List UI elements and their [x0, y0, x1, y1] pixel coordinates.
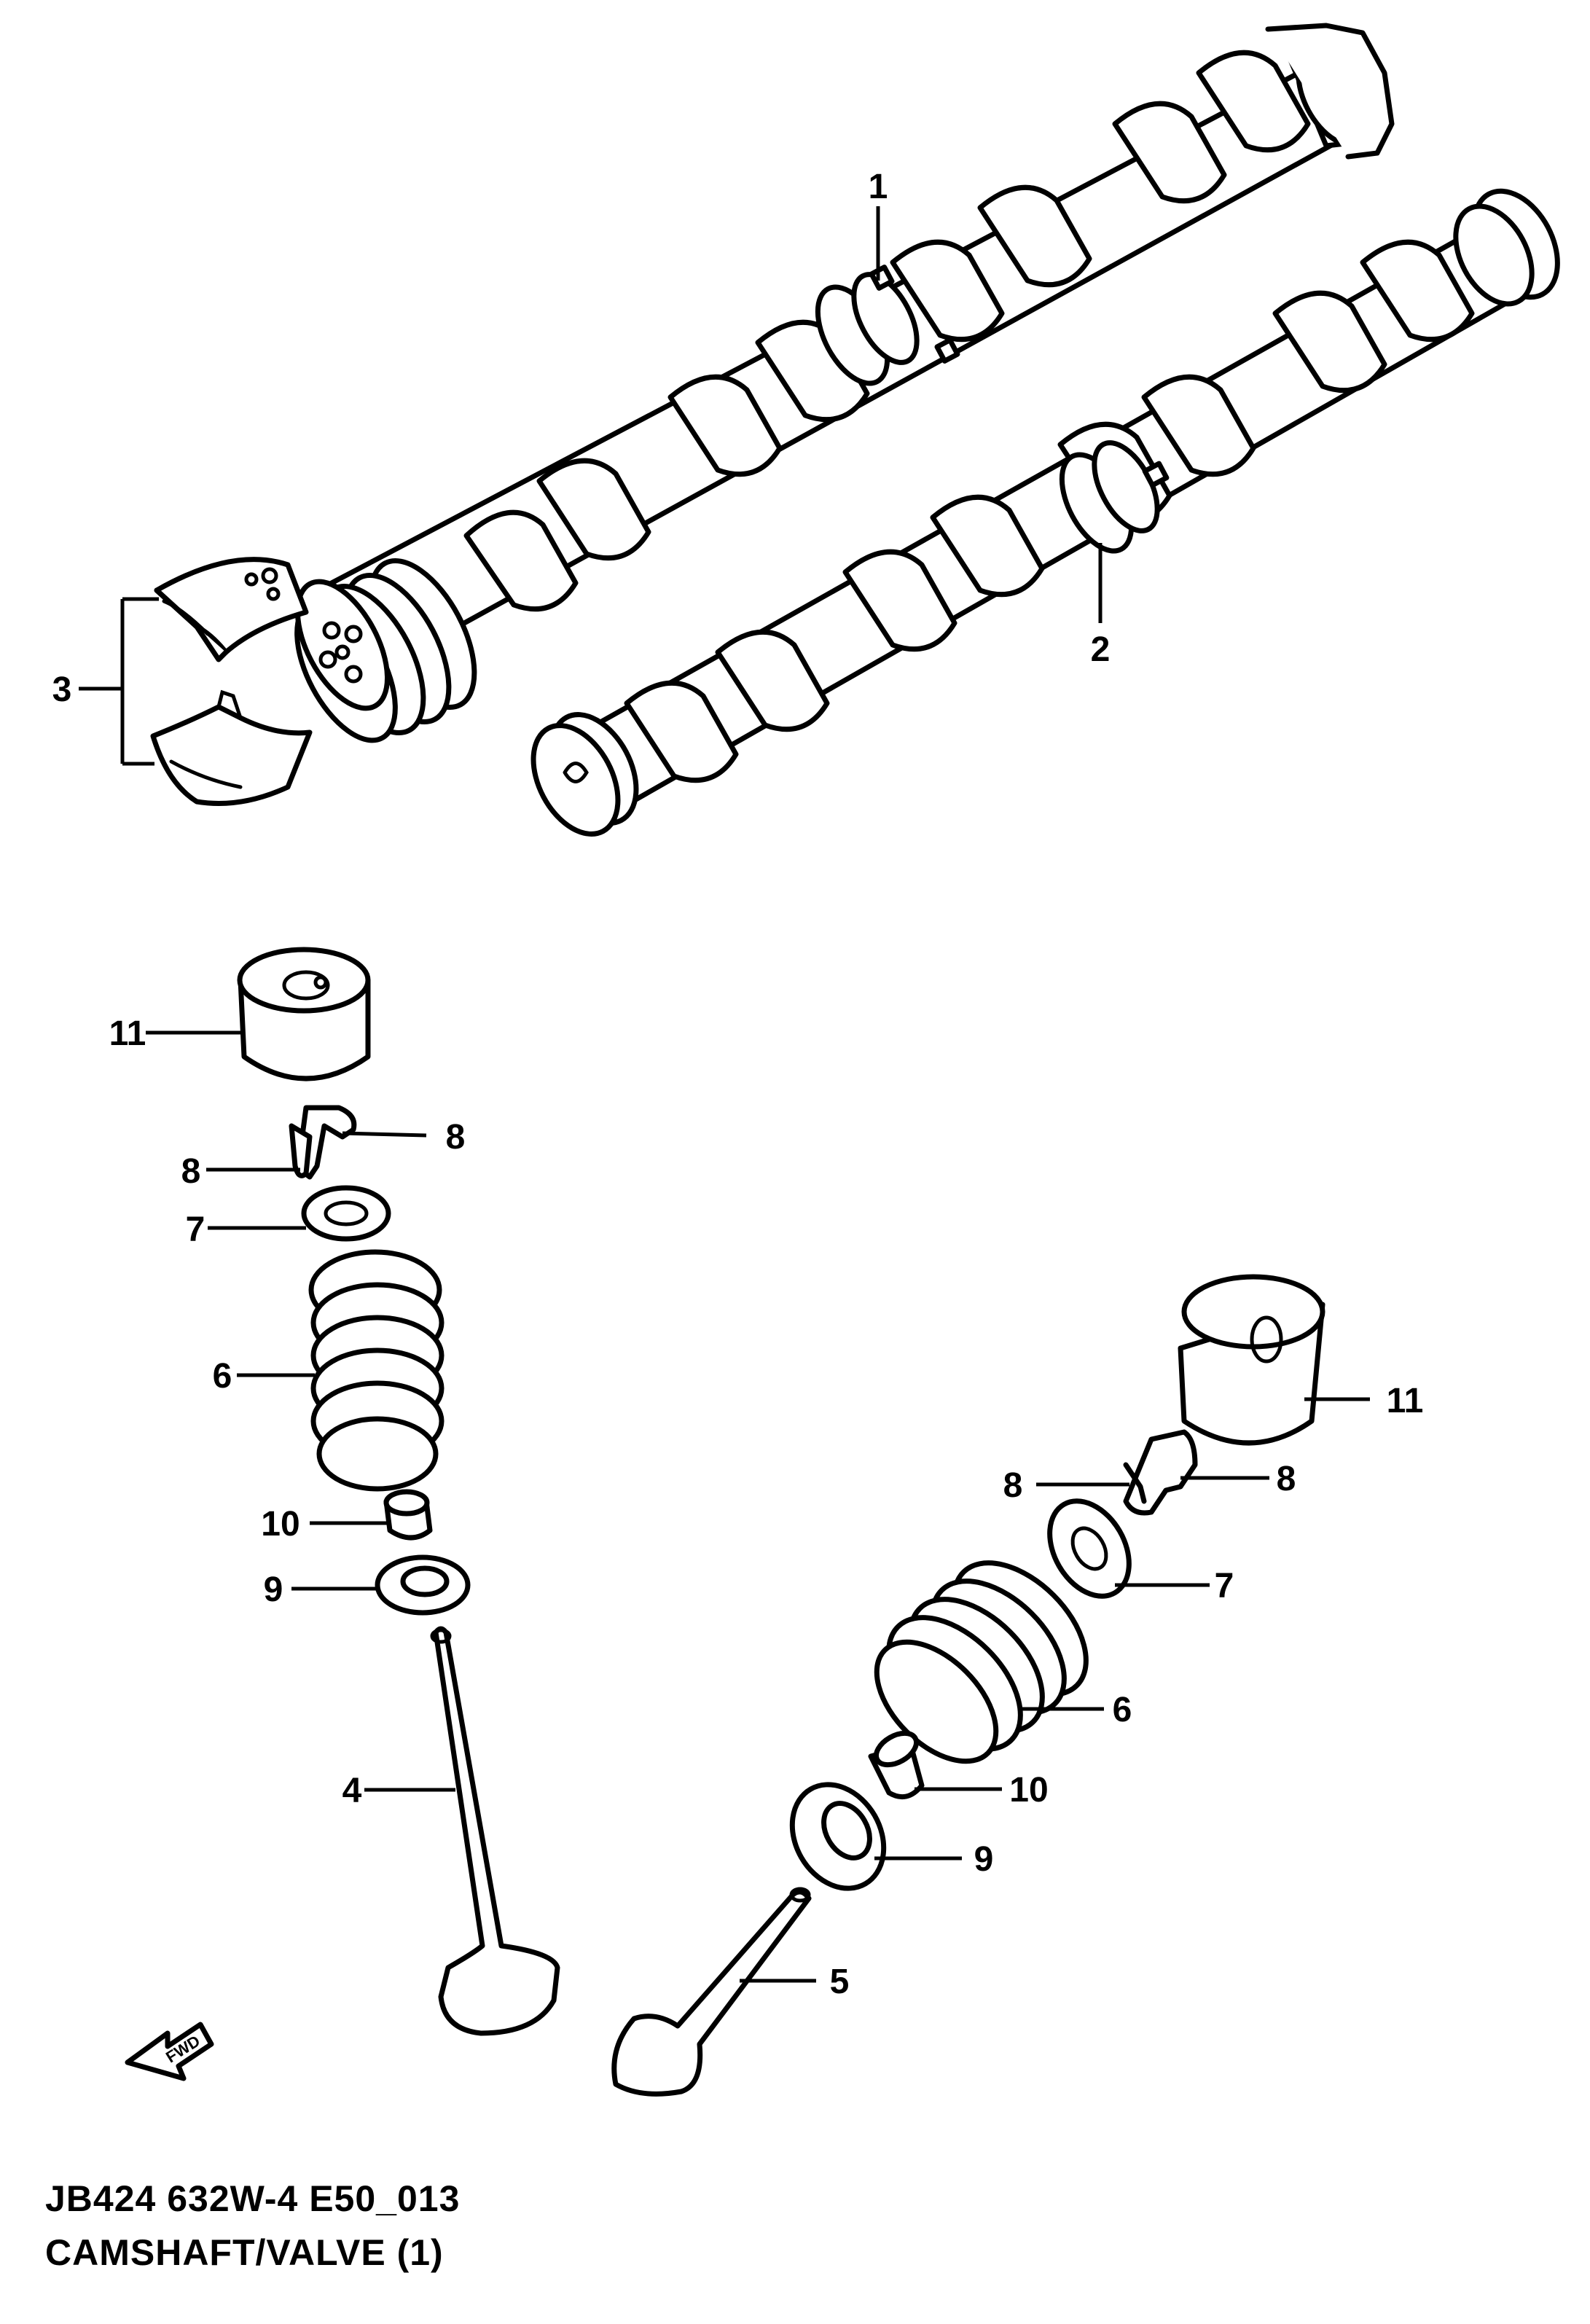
- callout-10-left: 10: [261, 1505, 299, 1544]
- camshaft-bearing-set: [150, 557, 313, 806]
- leader-lines: [79, 206, 1370, 1983]
- camshaft-upper: [294, 23, 1395, 743]
- drawing-code: JB424 632W-4 E50_013: [45, 2178, 461, 2219]
- callout-7-right: 7: [1215, 1567, 1234, 1605]
- callout-2: 2: [1091, 630, 1111, 669]
- callout-8-c: 8: [1003, 1466, 1023, 1505]
- callout-8-a: 8: [446, 1118, 466, 1157]
- callout-1: 1: [869, 168, 888, 206]
- drawing-title: CAMSHAFT/VALVE (1): [45, 2232, 444, 2273]
- callout-9-right: 9: [974, 1840, 994, 1879]
- left-valve-spring-coils: [308, 1249, 445, 1492]
- callout-7-left: 7: [186, 1210, 205, 1249]
- callout-10-right: 10: [1009, 1771, 1048, 1809]
- left-valve-assembly: [237, 947, 560, 2036]
- callout-6-left: 6: [213, 1357, 232, 1396]
- callout-3: 3: [52, 670, 72, 709]
- fwd-direction-arrow: FWD: [125, 2022, 214, 2081]
- right-valve-spring-coils: [874, 1560, 1089, 1764]
- callout-6-right: 6: [1113, 1691, 1132, 1729]
- callout-8-d: 8: [1277, 1460, 1296, 1498]
- callout-4: 4: [342, 1772, 362, 1810]
- callout-11-left: 11: [109, 1014, 146, 1053]
- callout-11-right: 11: [1387, 1382, 1424, 1420]
- callout-8-b: 8: [181, 1152, 201, 1191]
- right-valve-assembly: [611, 1274, 1325, 2097]
- callout-5: 5: [830, 1963, 850, 2001]
- callout-9-left: 9: [264, 1570, 283, 1609]
- camshaft-lower: [530, 188, 1560, 837]
- callout-numbers: 1 2 3 11 8 8 7 6 10 9 4 11 8 8 7 6 10 9 …: [52, 168, 1424, 2001]
